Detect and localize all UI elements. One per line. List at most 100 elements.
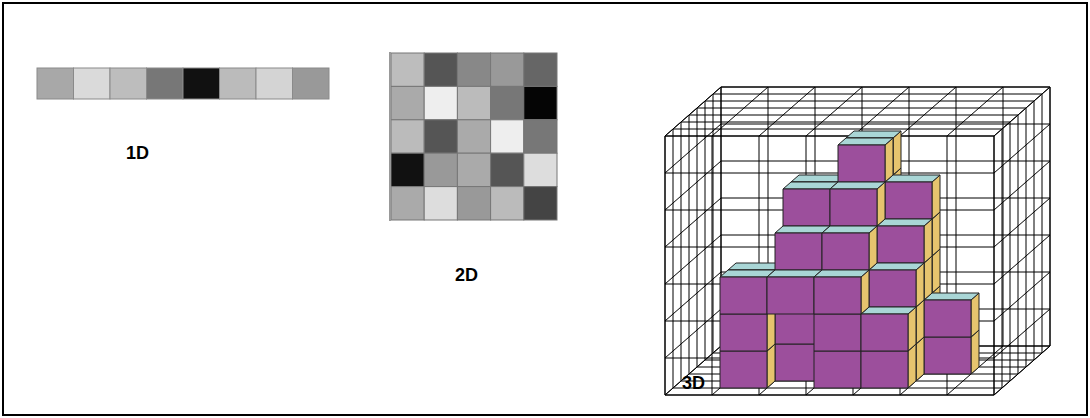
pixel-cell: [183, 68, 220, 99]
pixel-cell: [424, 86, 457, 119]
voxel-front: [720, 351, 767, 388]
dimension-label: 1D: [126, 144, 149, 162]
wireframe-line: [705, 101, 1034, 102]
two-d-grid: [390, 52, 557, 221]
pixel-cell: [256, 68, 293, 99]
wireframe-line: [1003, 87, 1004, 346]
wireframe-line: [665, 136, 994, 137]
voxel-front: [830, 189, 877, 226]
wireframe-line: [1042, 94, 1043, 353]
voxel-front: [814, 277, 861, 314]
voxel-front: [720, 314, 767, 351]
wireframe-line: [665, 136, 994, 137]
voxel-front: [814, 351, 861, 388]
three-d-voxels: [665, 87, 1050, 395]
voxel-front: [783, 189, 830, 226]
voxel-front: [838, 145, 885, 182]
wireframe-line: [994, 136, 995, 395]
wireframe-line: [1034, 101, 1035, 360]
one-d-strip: [37, 68, 329, 99]
pixel-cell: [491, 153, 524, 186]
pixel-cell: [147, 68, 184, 99]
pixel-cell: [457, 86, 490, 119]
wireframe-line: [806, 346, 862, 395]
wireframe-line: [994, 346, 1050, 395]
grid-edge: [389, 52, 391, 221]
voxel-front: [861, 314, 908, 351]
pixel-cell: [457, 187, 490, 220]
voxel-front: [861, 351, 908, 388]
voxel-front: [885, 182, 932, 219]
wireframe-line: [721, 87, 1050, 88]
pixel-cell: [424, 187, 457, 220]
wireframe-line: [697, 108, 1026, 109]
wireframe-line: [665, 173, 994, 174]
wireframe-line: [712, 346, 768, 395]
pixel-cell: [110, 68, 147, 99]
voxel-top: [830, 182, 885, 189]
pixel-cell: [391, 53, 424, 86]
voxel-front: [814, 314, 861, 351]
wireframe-line: [713, 94, 714, 353]
pixel-cell: [457, 153, 490, 186]
voxel-top: [814, 270, 869, 277]
pixel-cell: [391, 120, 424, 153]
voxel-top: [924, 293, 979, 300]
wireframe-line: [681, 122, 682, 381]
wireframe-line: [705, 101, 706, 360]
wireframe-line: [1050, 87, 1051, 346]
voxel-front: [775, 233, 822, 270]
wireframe-line: [665, 395, 994, 396]
voxel-front: [924, 300, 971, 337]
wireframe-line: [712, 136, 713, 395]
pixel-cell: [424, 120, 457, 153]
wireframe-line: [673, 129, 674, 388]
pixel-cell: [491, 120, 524, 153]
wireframe-line: [681, 122, 1010, 123]
pixel-cell: [391, 86, 424, 119]
wireframe-line: [994, 136, 995, 395]
wireframe-line: [1050, 87, 1051, 346]
voxel-front: [822, 233, 869, 270]
wireframe-line: [689, 115, 690, 374]
pixel-cell: [220, 68, 257, 99]
voxel-top: [861, 307, 916, 314]
pixel-cell: [524, 53, 557, 86]
pixel-cell: [37, 68, 74, 99]
wireframe-line: [853, 346, 909, 395]
wireframe-line: [665, 136, 666, 395]
pixel-cell: [457, 53, 490, 86]
wireframe-line: [1002, 129, 1003, 388]
voxel-top: [869, 263, 924, 270]
dimension-label: 2D: [455, 266, 478, 284]
wireframe-line: [721, 124, 1050, 125]
voxel-front: [924, 337, 971, 374]
wireframe-line: [713, 94, 1042, 95]
pixel-cell: [524, 120, 557, 153]
voxel-top: [767, 270, 822, 277]
wireframe-line: [665, 136, 666, 395]
pixel-cell: [391, 153, 424, 186]
pixel-cell: [424, 153, 457, 186]
voxel-top: [783, 182, 838, 189]
voxel-top: [720, 270, 775, 277]
wireframe-line: [665, 395, 994, 396]
pixel-cell: [391, 187, 424, 220]
pixel-cell: [524, 153, 557, 186]
wireframe-line: [994, 87, 1050, 136]
voxel-front: [720, 277, 767, 314]
wireframe-line: [673, 129, 1002, 130]
voxel-top: [822, 226, 877, 233]
voxel-front: [869, 270, 916, 307]
pixel-cell: [491, 53, 524, 86]
voxel-top: [885, 175, 940, 182]
wireframe-line: [994, 87, 1050, 136]
voxel-top: [846, 131, 901, 138]
voxel-front: [877, 226, 924, 263]
wireframe-line: [665, 87, 721, 136]
pixel-cell: [457, 120, 490, 153]
pixel-cell: [491, 187, 524, 220]
pixel-cell: [293, 68, 330, 99]
pixel-cell: [74, 68, 111, 99]
